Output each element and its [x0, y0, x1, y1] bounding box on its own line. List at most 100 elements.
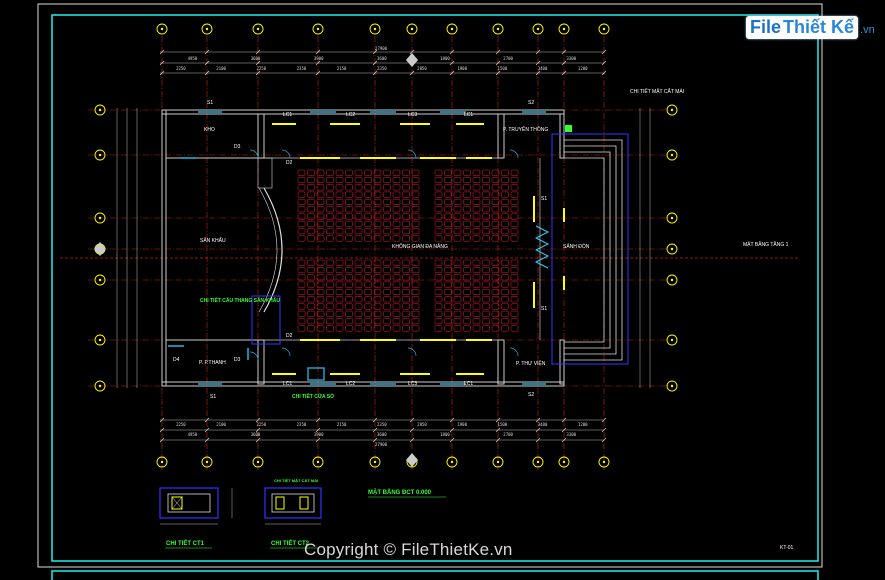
seat [491, 198, 500, 205]
tag-d2: D2 [286, 333, 293, 339]
logo-suffix: .vn [860, 24, 875, 36]
seat [411, 267, 420, 274]
seat [373, 325, 382, 332]
seat [463, 259, 471, 266]
seat [444, 191, 452, 198]
seat [463, 206, 471, 213]
seat [345, 318, 353, 325]
dim-label: 2100 [216, 422, 226, 427]
seat [434, 267, 443, 274]
seat [373, 213, 382, 220]
axis-bubble-dot [373, 460, 377, 464]
axis-bubble-dot [410, 27, 414, 31]
seat [482, 235, 490, 242]
dim-label: 2250 [256, 422, 267, 427]
tag-lc2-bottom: LC2 [346, 381, 356, 387]
axis-bubble-dot [536, 460, 540, 464]
dim-label: 1200 [577, 422, 588, 427]
seat [383, 235, 391, 242]
seat [453, 288, 462, 295]
seat [307, 303, 315, 310]
dim-label: 3900 [313, 56, 324, 61]
seat [411, 288, 420, 295]
seat [354, 296, 363, 303]
dim-tick [372, 427, 378, 433]
dim-tick [561, 417, 567, 423]
seat [364, 274, 372, 281]
seat [402, 318, 410, 325]
dim-tick [159, 60, 165, 66]
seat [482, 198, 490, 205]
seat [326, 220, 334, 227]
seat [297, 310, 306, 317]
dim-label: 4950 [187, 432, 198, 437]
seat [345, 169, 353, 176]
seat [501, 206, 509, 213]
dim-tick [601, 70, 607, 76]
dim-tick [495, 427, 501, 433]
seat [411, 325, 420, 332]
seat [453, 325, 462, 332]
seat [307, 206, 315, 213]
seat [326, 318, 334, 325]
seat [411, 228, 420, 235]
seat [307, 228, 315, 235]
axis-bubble [558, 456, 570, 468]
axis-bubble [94, 380, 106, 392]
axis-bubble [532, 456, 544, 468]
dim-label: 3400 [537, 66, 548, 71]
seat [373, 274, 382, 281]
seat [316, 288, 325, 295]
seat [444, 184, 452, 191]
axis-bubble [94, 104, 106, 116]
seat [316, 228, 325, 235]
seat [307, 274, 315, 281]
seat [444, 235, 452, 242]
seat [383, 191, 391, 198]
dim-tick [535, 49, 541, 55]
door-swing [249, 351, 259, 361]
seat [453, 191, 462, 198]
seat [402, 169, 410, 176]
seat [354, 228, 363, 235]
seat [463, 303, 471, 310]
axis-bubble [156, 456, 168, 468]
seat [444, 281, 452, 288]
seat [364, 198, 372, 205]
seat [491, 228, 500, 235]
seat [335, 220, 344, 227]
inner-frame [51, 14, 819, 562]
seat [297, 259, 306, 266]
seat [453, 169, 462, 176]
door-swing [509, 347, 519, 357]
seat [373, 184, 382, 191]
seat [383, 184, 391, 191]
dim-tick [409, 427, 415, 433]
seat [326, 281, 334, 288]
seat [491, 191, 500, 198]
axis-bubble [666, 274, 678, 286]
seat [402, 184, 410, 191]
dim-label: 2700 [503, 432, 513, 437]
seat [501, 191, 509, 198]
seat [364, 177, 372, 184]
dim-tick [315, 417, 321, 423]
dim-tick [204, 49, 210, 55]
seat [383, 281, 391, 288]
seat [491, 281, 500, 288]
site-logo: File Thiết Kế .vn [746, 12, 875, 42]
dim-label: 2700 [503, 56, 513, 61]
axis-bubble-dot [205, 27, 209, 31]
seat [297, 206, 306, 213]
axis-bubble-dot [670, 247, 674, 251]
seat [482, 288, 490, 295]
seat [316, 310, 325, 317]
seat [434, 310, 443, 317]
seat [453, 228, 462, 235]
dim-label: 1500 [497, 422, 508, 427]
axis-bubble-dot [316, 460, 320, 464]
dim-tick [495, 417, 501, 423]
axis-bubble [201, 23, 213, 35]
